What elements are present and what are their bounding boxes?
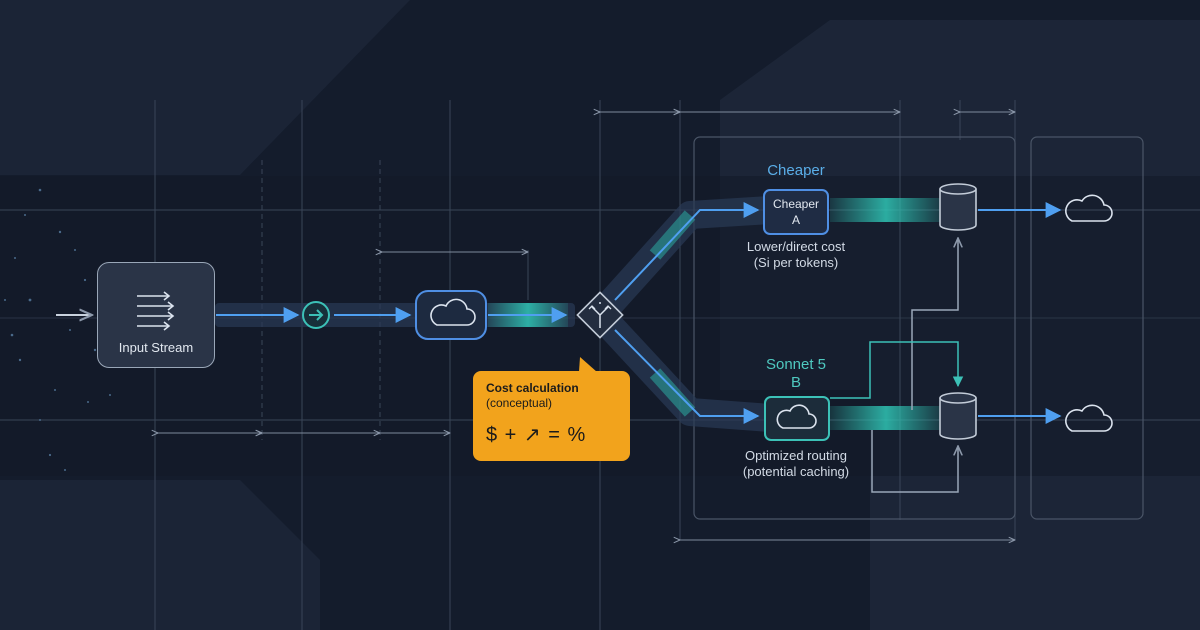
route-a-desc-1: Lower/direct cost <box>746 239 846 254</box>
route-b-desc-2: (potential caching) <box>742 464 850 479</box>
cloud-icon <box>1065 194 1113 222</box>
callout-subtitle: (conceptual) <box>486 396 553 410</box>
arrow-circle-icon <box>302 301 330 329</box>
particles <box>4 188 111 471</box>
router-diamond-icon <box>576 291 624 339</box>
route-a-node[interactable]: Cheaper A <box>763 189 829 235</box>
cloud-icon <box>415 290 487 340</box>
region-frames <box>693 136 1144 520</box>
route-a-node-line2: A <box>791 213 800 227</box>
input-stream-node[interactable]: Input Stream <box>97 262 215 368</box>
route-a-node-line1: Cheaper <box>772 197 820 211</box>
database-icon <box>939 392 977 440</box>
route-b-heading-2: B <box>790 374 801 391</box>
input-stream-label: Input Stream <box>118 340 194 355</box>
dimension-markers <box>158 112 1015 540</box>
cloud-icon <box>1065 404 1113 432</box>
connector-lines <box>830 238 964 493</box>
callout-formula: $ + ↗ = % <box>486 424 587 446</box>
route-a-heading: Cheaper <box>767 162 825 179</box>
route-b-heading: Sonnet 5 <box>765 356 827 373</box>
route-b-node[interactable] <box>764 396 830 441</box>
route-a-desc-2: (Si per tokens) <box>753 255 839 270</box>
route-b-desc-1: Optimized routing <box>745 448 847 463</box>
database-icon <box>939 183 977 231</box>
cost-calculation-callout: Cost calculation (conceptual) $ + ↗ = % <box>473 357 630 461</box>
callout-title: Cost calculation <box>486 381 579 395</box>
flow-arrows <box>56 202 1062 424</box>
arrows-right-icon <box>137 291 175 331</box>
cloud-icon <box>776 404 817 429</box>
